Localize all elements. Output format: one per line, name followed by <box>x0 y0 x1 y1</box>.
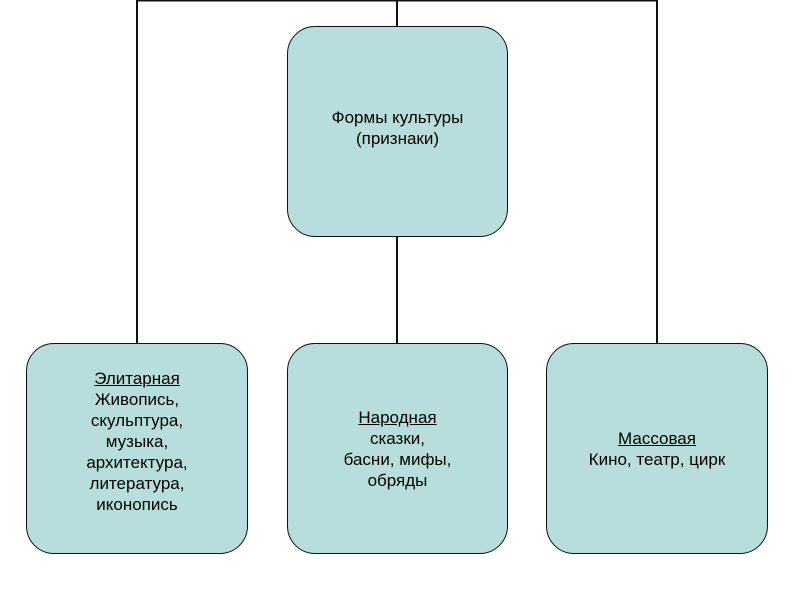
folk-culture-text: сказки, басни, мифы, обряды <box>343 428 452 490</box>
elite-culture-text: Живопись, скульптура, музыка, архитектур… <box>86 390 188 514</box>
mass-culture-text: Кино, театр, цирк <box>588 449 726 469</box>
root-node-box: Формы культуры (признаки) <box>287 26 508 237</box>
root-node-text: Формы культуры (признаки) <box>331 107 464 148</box>
mass-culture-title: Массовая <box>618 428 696 448</box>
elite-culture-box: Элитарная Живопись, скульптура, музыка, … <box>26 343 248 554</box>
elite-culture-title: Элитарная <box>94 369 180 388</box>
mass-culture-box: Массовая Кино, театр, цирк <box>546 343 768 554</box>
folk-culture-title: Народная <box>358 407 437 427</box>
folk-culture-box: Народная сказки, басни, мифы, обряды <box>287 343 508 554</box>
